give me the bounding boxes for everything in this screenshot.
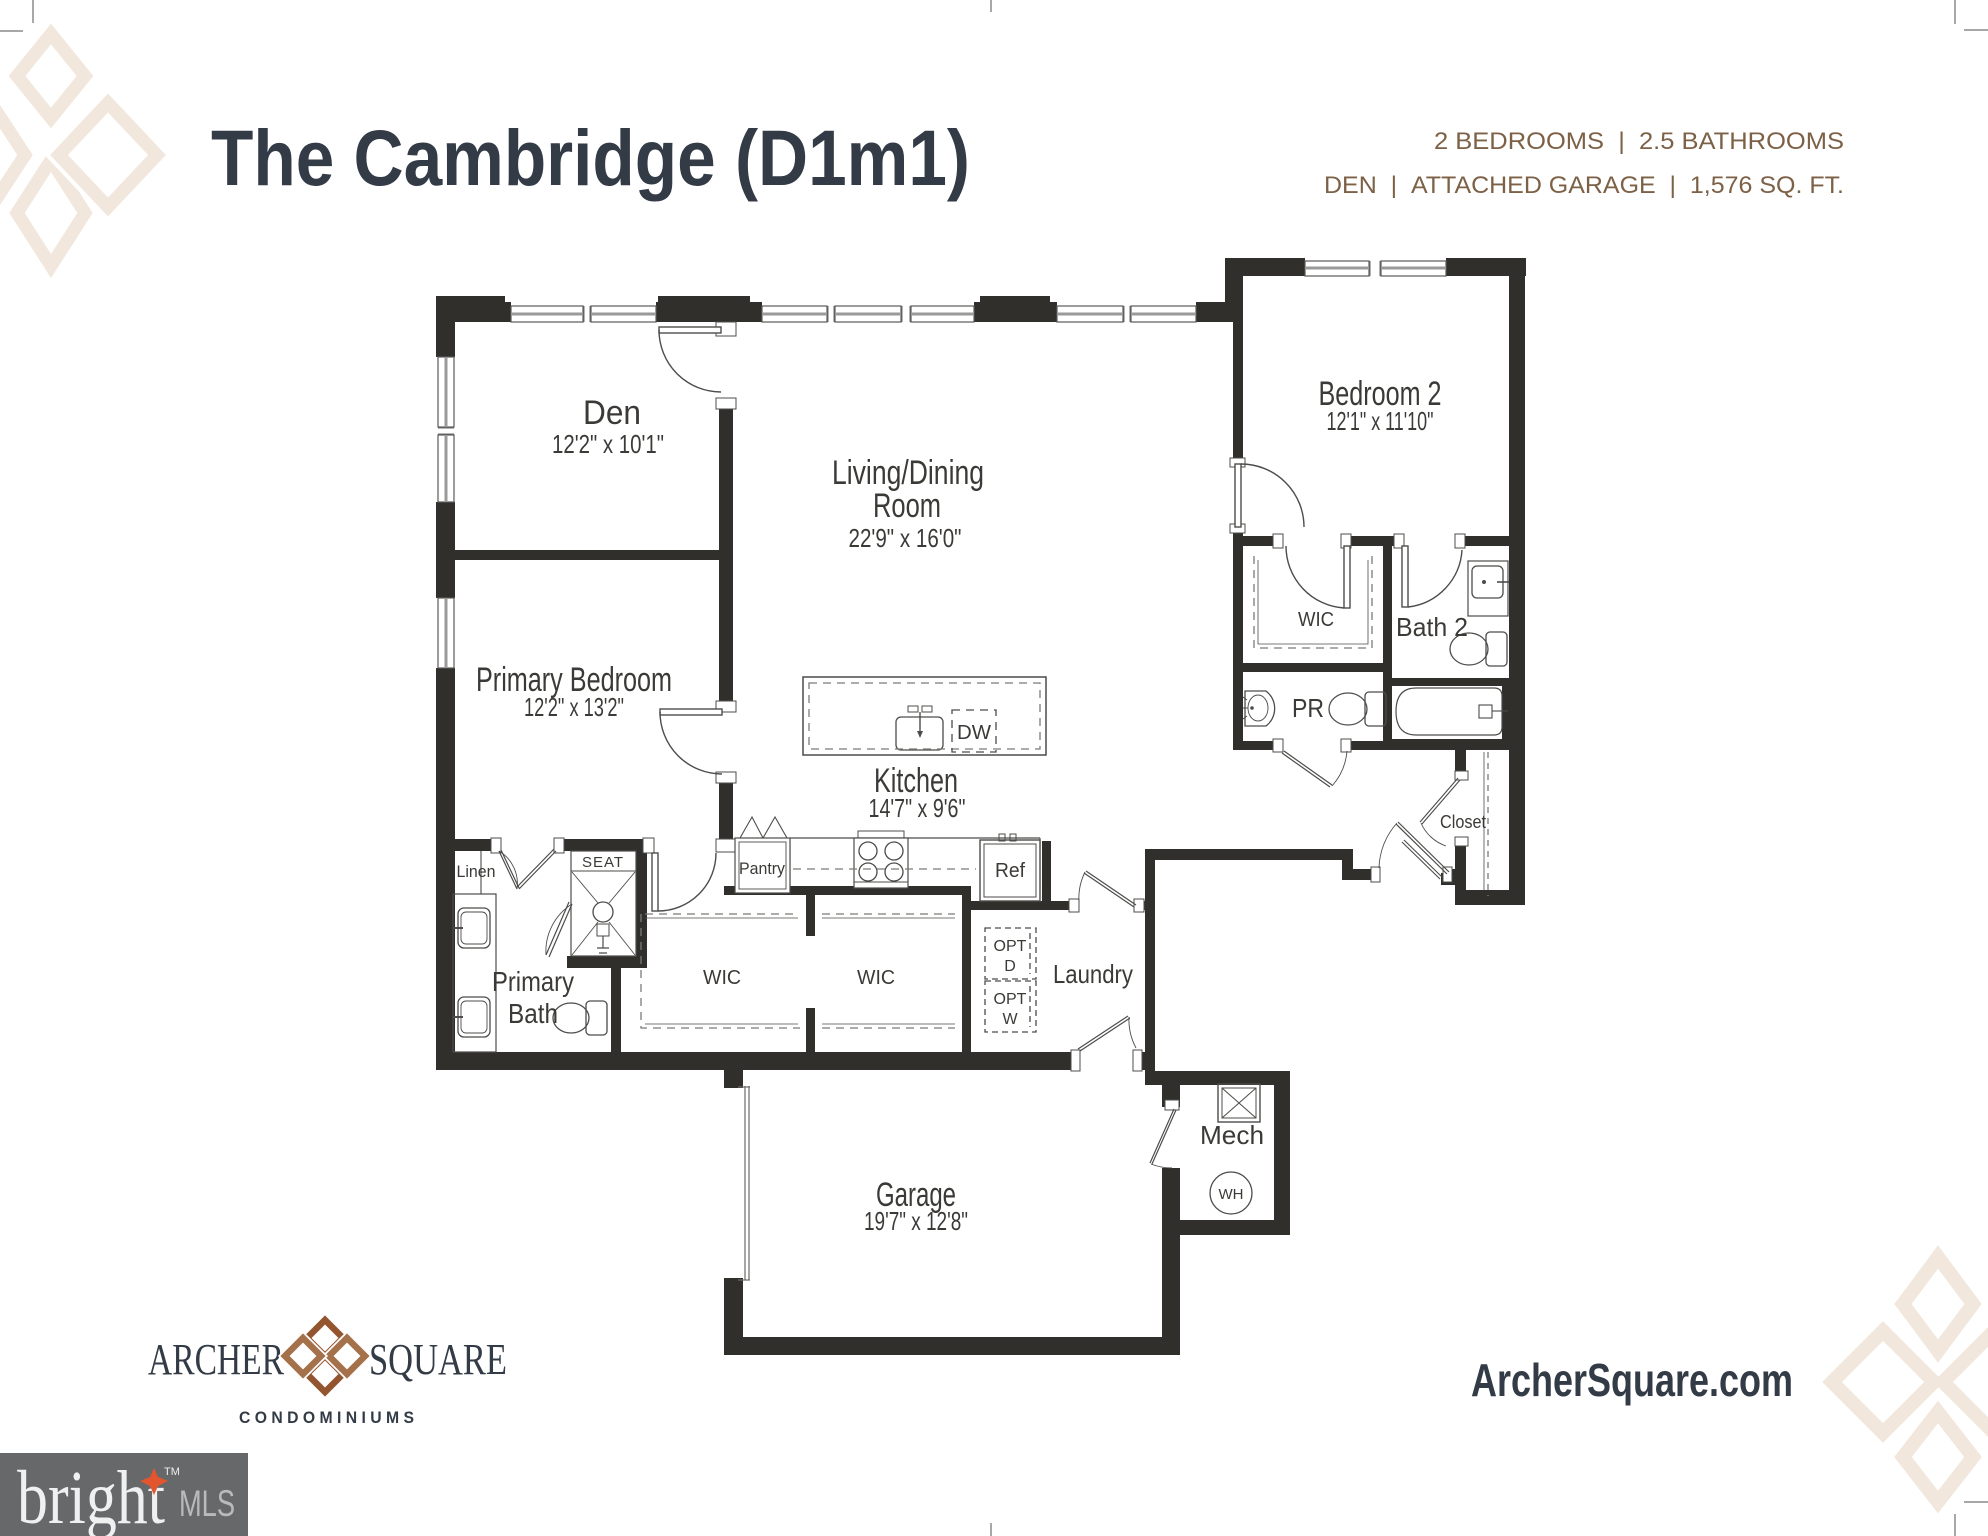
svg-text:Den: Den bbox=[583, 394, 641, 432]
svg-text:ArcherSquare.com: ArcherSquare.com bbox=[1471, 1354, 1793, 1406]
svg-text:12'2" x 10'1": 12'2" x 10'1" bbox=[552, 429, 664, 459]
svg-text:C O N D O M I N I U M S: C O N D O M I N I U M S bbox=[239, 1408, 414, 1427]
svg-text:12'2" x 13'2": 12'2" x 13'2" bbox=[524, 692, 624, 722]
svg-text:Bath: Bath bbox=[508, 998, 558, 1029]
svg-text:Laundry: Laundry bbox=[1053, 959, 1133, 989]
svg-text:Linen: Linen bbox=[457, 862, 496, 881]
svg-text:D: D bbox=[1004, 958, 1016, 975]
svg-text:Ref: Ref bbox=[995, 860, 1025, 882]
svg-text:Mech: Mech bbox=[1200, 1120, 1264, 1150]
svg-text:The Cambridge (D1m1): The Cambridge (D1m1) bbox=[211, 113, 970, 202]
svg-text:2 BEDROOMS | 2.5 BATHROOMS: 2 BEDROOMS | 2.5 BATHROOMS bbox=[1434, 128, 1844, 155]
svg-text:WIC: WIC bbox=[857, 967, 895, 989]
svg-text:Pantry: Pantry bbox=[739, 859, 785, 878]
svg-text:Living/Dining: Living/Dining bbox=[832, 454, 984, 492]
svg-text:Primary Bedroom: Primary Bedroom bbox=[476, 661, 672, 699]
svg-text:Kitchen: Kitchen bbox=[874, 762, 958, 800]
svg-text:Bath 2: Bath 2 bbox=[1396, 612, 1468, 642]
svg-text:WIC: WIC bbox=[1298, 609, 1334, 631]
svg-text:19'7" x 12'8": 19'7" x 12'8" bbox=[864, 1206, 968, 1236]
svg-text:14'7" x 9'6": 14'7" x 9'6" bbox=[869, 793, 966, 823]
svg-text:SQUARE: SQUARE bbox=[369, 1335, 507, 1384]
svg-text:22'9" x 16'0": 22'9" x 16'0" bbox=[849, 523, 962, 553]
svg-text:OPT: OPT bbox=[994, 938, 1027, 955]
svg-text:TM: TM bbox=[164, 1466, 180, 1478]
svg-text:DW: DW bbox=[957, 722, 991, 744]
svg-text:ARCHER: ARCHER bbox=[148, 1335, 284, 1384]
svg-text:DEN | ATTACHED GARAGE | 1,: DEN | ATTACHED GARAGE | 1,576 SQ. FT. bbox=[1324, 172, 1844, 199]
svg-text:12'1" x 11'10": 12'1" x 11'10" bbox=[1327, 406, 1434, 436]
svg-text:WH: WH bbox=[1219, 1186, 1244, 1203]
svg-text:SEAT: SEAT bbox=[582, 854, 624, 871]
svg-text:WIC: WIC bbox=[703, 967, 741, 989]
svg-text:Room: Room bbox=[873, 487, 941, 525]
svg-text:PR: PR bbox=[1292, 693, 1324, 723]
svg-text:Garage: Garage bbox=[876, 1176, 956, 1214]
svg-text:Primary: Primary bbox=[492, 966, 574, 997]
svg-text:W: W bbox=[1002, 1011, 1018, 1028]
svg-text:Closet: Closet bbox=[1440, 812, 1486, 832]
svg-text:MLS: MLS bbox=[179, 1483, 235, 1524]
svg-text:bright: bright bbox=[17, 1456, 165, 1536]
svg-text:OPT: OPT bbox=[994, 991, 1027, 1008]
svg-text:Bedroom 2: Bedroom 2 bbox=[1319, 375, 1442, 413]
